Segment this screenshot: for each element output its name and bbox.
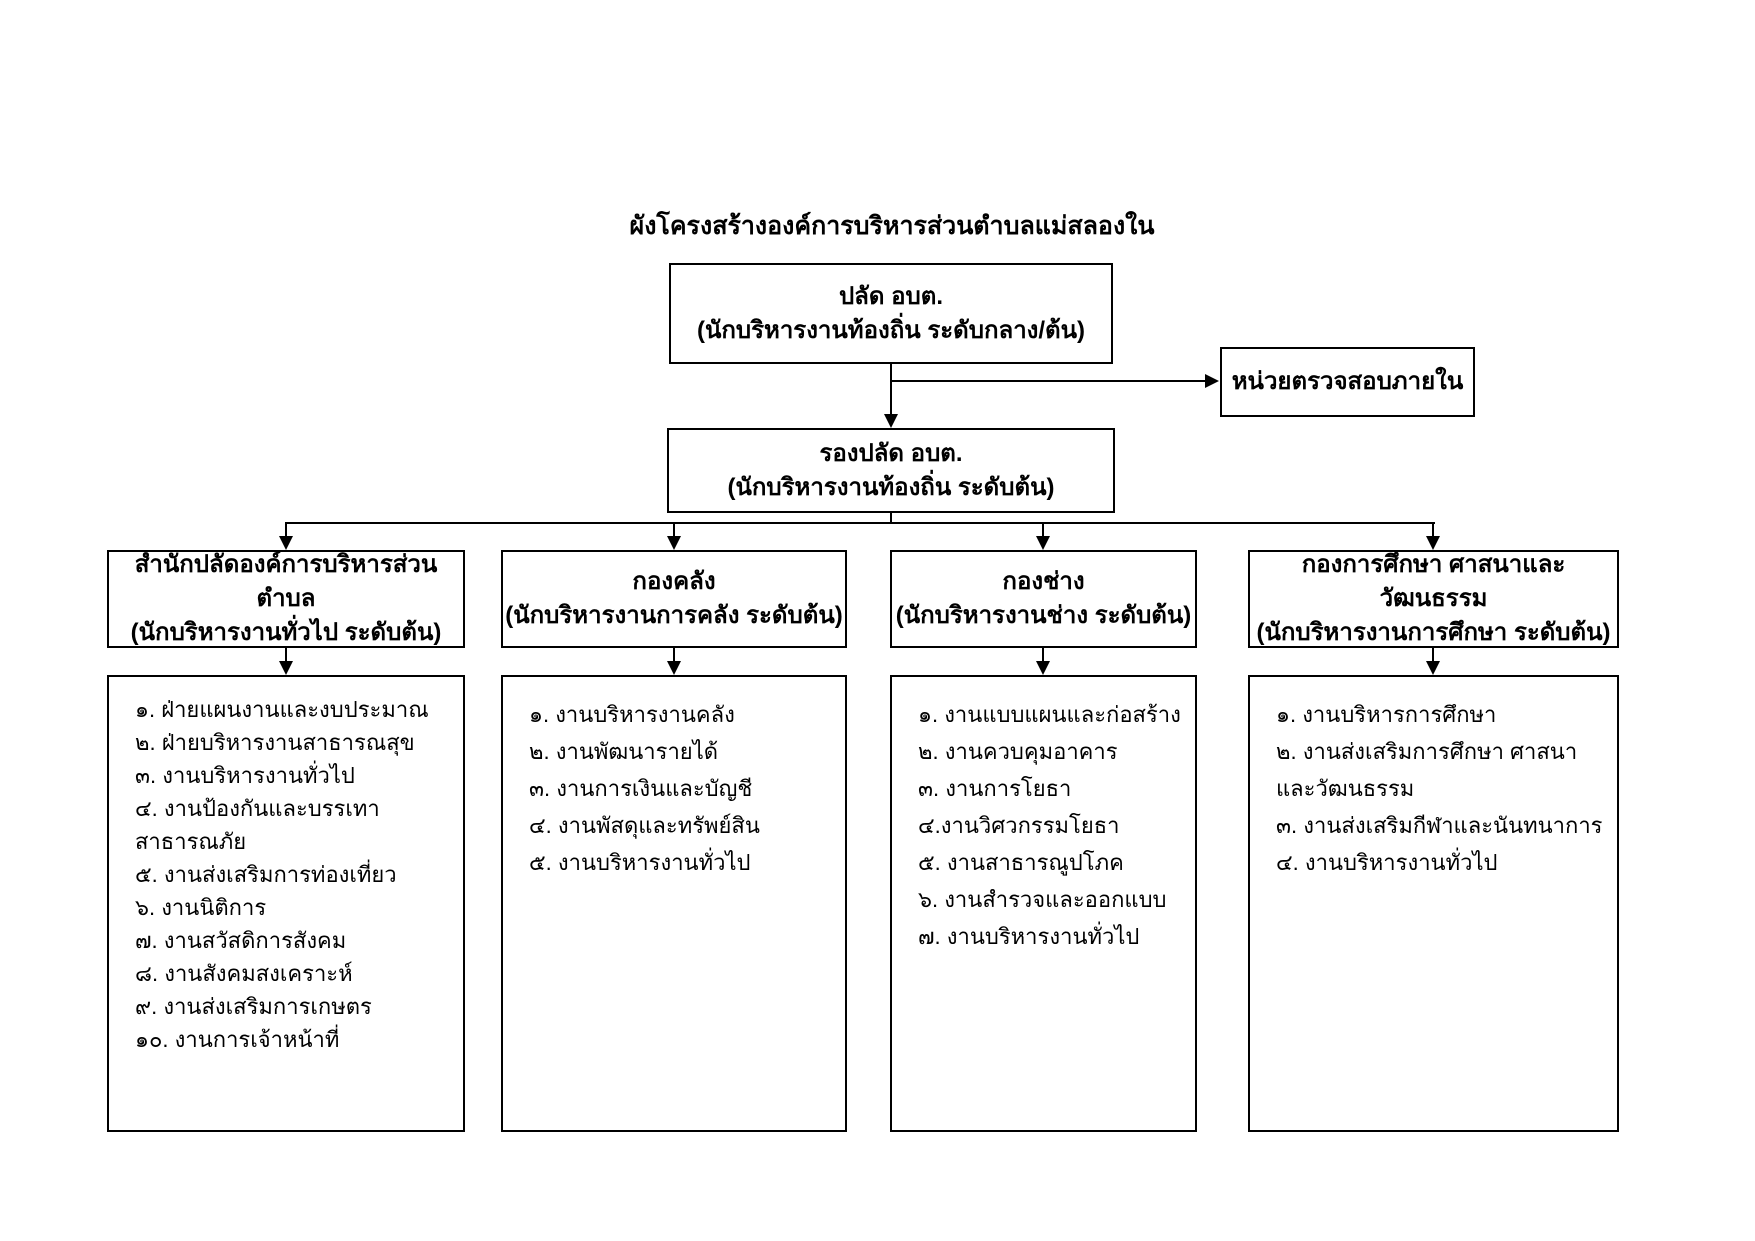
arrowhead-into-deputy	[884, 414, 898, 428]
dept2-subtitle: (นักบริหารงานการคลัง ระดับต้น)	[505, 602, 843, 629]
list-item: ๕. งานส่งเสริมการท่องเที่ยว	[135, 862, 397, 887]
chief-title: ปลัด อบต.	[838, 282, 944, 310]
list-item: ๒. งานส่งเสริมการศึกษา ศาสนาและวัฒนธรรม	[1276, 739, 1578, 801]
dept-list-finance-division: ๑. งานบริหารงานคลัง ๒. งานพัฒนารายได้ ๓.…	[501, 675, 847, 1132]
dept3-subtitle: (นักบริหารงานช่าง ระดับต้น)	[895, 602, 1192, 629]
dept-header-education-division: กองการศึกษา ศาสนาและวัฒนธรรม (นักบริหารง…	[1248, 550, 1619, 648]
list-item: ๔. งานป้องกันและบรรเทาสาธารณภัย	[135, 796, 380, 854]
chief-subtitle: (นักบริหารงานท้องถิ่น ระดับกลาง/ต้น)	[696, 316, 1086, 344]
dept3-title: กองช่าง	[1002, 568, 1085, 595]
connector-chief-deputy-line	[890, 364, 892, 416]
list-item: ๑๐. งานการเจ้าหน้าที่	[135, 1027, 340, 1052]
arrowhead-into-dept1	[279, 536, 293, 550]
dept-list-education-division: ๑. งานบริหารการศึกษา ๒. งานส่งเสริมการศึ…	[1248, 675, 1619, 1132]
list-item: ๓. งานการโยธา	[918, 776, 1072, 801]
connector-audit-line	[891, 380, 1206, 382]
list-item: ๑. งานบริหารงานคลัง	[529, 702, 735, 727]
list-item: ๓. งานการเงินและบัญชี	[529, 776, 753, 801]
list-item: ๖. งานสำรวจและออกแบบ	[918, 887, 1167, 912]
arrowhead-into-list1	[279, 661, 293, 675]
dept4-subtitle: (นักบริหารงานการศึกษา ระดับต้น)	[1256, 619, 1611, 646]
dept-header-public-works-division: กองช่าง (นักบริหารงานช่าง ระดับต้น)	[890, 550, 1197, 648]
list-item: ๘. งานสังคมสงเคราะห์	[135, 961, 353, 986]
list-item: ๒. งานควบคุมอาคาร	[918, 739, 1118, 764]
list-item: ๔. งานบริหารงานทั่วไป	[1276, 850, 1498, 875]
list-item: ๕. งานบริหารงานทั่วไป	[529, 850, 751, 875]
dept4-title: กองการศึกษา ศาสนาและวัฒนธรรม	[1301, 551, 1566, 612]
list-item: ๒. งานพัฒนารายได้	[529, 739, 719, 764]
dept-header-office-of-the-clerk: สำนักปลัดองค์การบริหารส่วนตำบล (นักบริหา…	[107, 550, 465, 648]
connector-dept4-list	[1432, 648, 1434, 663]
list-item: ๒. ฝ่ายบริหารงานสาธารณสุข	[135, 730, 415, 755]
connector-dept1-list	[285, 648, 287, 663]
dept1-title: สำนักปลัดองค์การบริหารส่วนตำบล	[134, 551, 438, 612]
list-item: ๙. งานส่งเสริมการเกษตร	[135, 994, 372, 1019]
arrowhead-into-dept4	[1426, 536, 1440, 550]
list-item: ๖. งานนิติการ	[135, 895, 267, 920]
page-title: ผังโครงสร้างองค์การบริหารส่วนตำบลแม่สลอง…	[629, 212, 1155, 240]
list-item: ๑. งานบริหารการศึกษา	[1276, 702, 1497, 727]
arrowhead-into-dept2	[667, 536, 681, 550]
list-item: ๔. งานพัสดุและทรัพย์สิน	[529, 813, 760, 838]
dept-list-public-works-division: ๑. งานแบบแผนและก่อสร้าง ๒. งานควบคุมอาคา…	[890, 675, 1197, 1132]
dept2-title: กองคลัง	[632, 568, 716, 595]
list-item: ๕. งานสาธารณูปโภค	[918, 850, 1124, 875]
list-item: ๗. งานบริหารงานทั่วไป	[918, 924, 1140, 949]
list-item: ๑. ฝ่ายแผนงานและงบประมาณ	[135, 697, 429, 722]
dept1-subtitle: (นักบริหารงานทั่วไป ระดับต้น)	[130, 619, 442, 646]
dept-list-office-of-the-clerk: ๑. ฝ่ายแผนงานและงบประมาณ ๒. ฝ่ายบริหารงา…	[107, 675, 465, 1132]
arrowhead-into-list4	[1426, 661, 1440, 675]
connector-dept3-list	[1042, 648, 1044, 663]
list-item: ๓. งานบริหารงานทั่วไป	[135, 763, 355, 788]
connector-drop-dept2	[673, 522, 675, 538]
connector-drop-dept1	[285, 522, 287, 538]
connector-deputy-trunk-riser	[890, 513, 892, 523]
deputy-subtitle: (นักบริหารงานท้องถิ่น ระดับต้น)	[727, 473, 1055, 501]
list-item: ๑. งานแบบแผนและก่อสร้าง	[918, 702, 1181, 727]
arrowhead-into-list2	[667, 661, 681, 675]
connector-drop-dept4	[1432, 522, 1434, 538]
arrowhead-into-list3	[1036, 661, 1050, 675]
deputy-box: รองปลัด อบต. (นักบริหารงานท้องถิ่น ระดับ…	[667, 428, 1115, 513]
connector-drop-dept3	[1042, 522, 1044, 538]
internal-audit-label: หน่วยตรวจสอบภายใน	[1231, 368, 1464, 395]
internal-audit-box: หน่วยตรวจสอบภายใน	[1220, 347, 1475, 417]
list-item: ๗. งานสวัสดิการสังคม	[135, 928, 347, 953]
chief-executive-box: ปลัด อบต. (นักบริหารงานท้องถิ่น ระดับกลา…	[669, 263, 1113, 364]
connector-trunk-line	[285, 522, 1435, 524]
arrowhead-into-dept3	[1036, 536, 1050, 550]
arrowhead-into-audit	[1205, 374, 1219, 388]
list-item: ๔.งานวิศวกรรมโยธา	[918, 813, 1120, 838]
connector-dept2-list	[673, 648, 675, 663]
dept-header-finance-division: กองคลัง (นักบริหารงานการคลัง ระดับต้น)	[501, 550, 847, 648]
list-item: ๓. งานส่งเสริมกีฬาและนันทนาการ	[1276, 813, 1603, 838]
deputy-title: รองปลัด อบต.	[819, 439, 963, 467]
